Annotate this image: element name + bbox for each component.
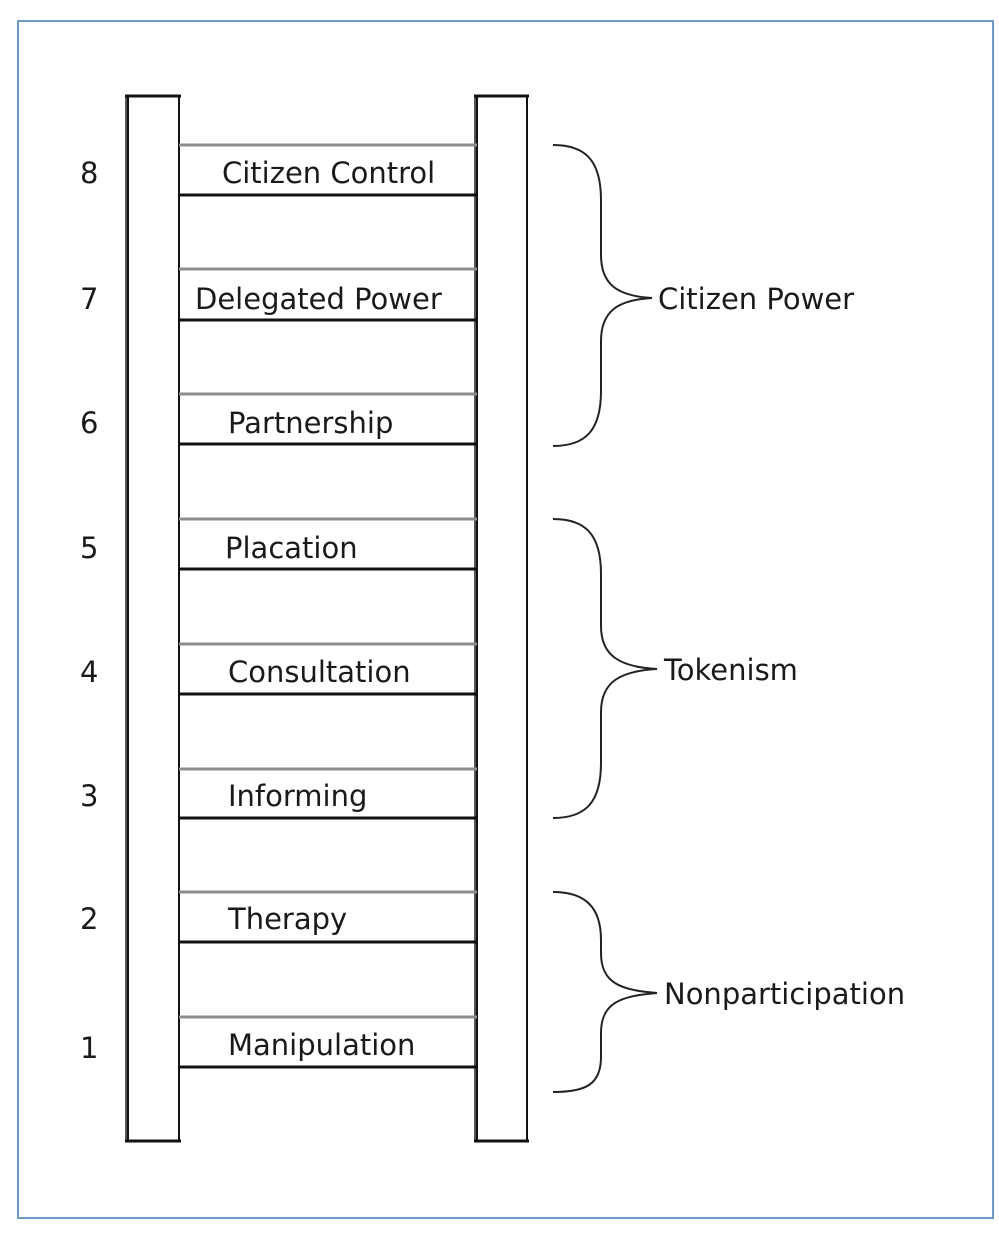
rung-label-5: Placation <box>225 531 358 565</box>
rung-number-6: 6 <box>80 406 98 440</box>
rung-label-3: Informing <box>228 779 367 813</box>
group-label-tokenism: Tokenism <box>663 653 798 687</box>
rung-label-7: Delegated Power <box>195 282 442 316</box>
rung-5: Placation 5 <box>80 517 477 571</box>
rung-number-3: 3 <box>80 779 98 813</box>
brace-tokenism: Tokenism <box>552 518 798 819</box>
group-label-citizen-power: Citizen Power <box>658 282 854 316</box>
rung-number-1: 1 <box>80 1031 98 1065</box>
rung-7: Delegated Power 7 <box>80 267 477 322</box>
rung-label-2: Therapy <box>227 902 347 936</box>
rung-label-8: Citizen Control <box>222 156 435 190</box>
right-rail <box>474 94 529 1143</box>
brace-citizen-power: Citizen Power <box>552 144 854 447</box>
group-label-nonparticipation: Nonparticipation <box>664 977 905 1011</box>
rung-1: Manipulation 1 <box>80 1015 477 1069</box>
rung-6: Partnership 6 <box>80 392 477 446</box>
rung-4: Consultation 4 <box>80 642 477 696</box>
left-rail <box>125 94 181 1143</box>
rung-label-6: Partnership <box>228 406 393 440</box>
rung-number-2: 2 <box>80 902 98 936</box>
brace-nonparticipation: Nonparticipation <box>552 891 905 1093</box>
rung-2: Therapy 2 <box>80 890 477 944</box>
rung-number-4: 4 <box>80 655 98 689</box>
rung-3: Informing 3 <box>80 767 477 820</box>
rung-number-8: 8 <box>80 156 98 190</box>
rung-label-4: Consultation <box>228 655 411 689</box>
rung-8: Citizen Control 8 <box>80 143 477 197</box>
rung-label-1: Manipulation <box>228 1028 415 1062</box>
rung-number-7: 7 <box>80 282 98 316</box>
rung-number-5: 5 <box>80 531 98 565</box>
